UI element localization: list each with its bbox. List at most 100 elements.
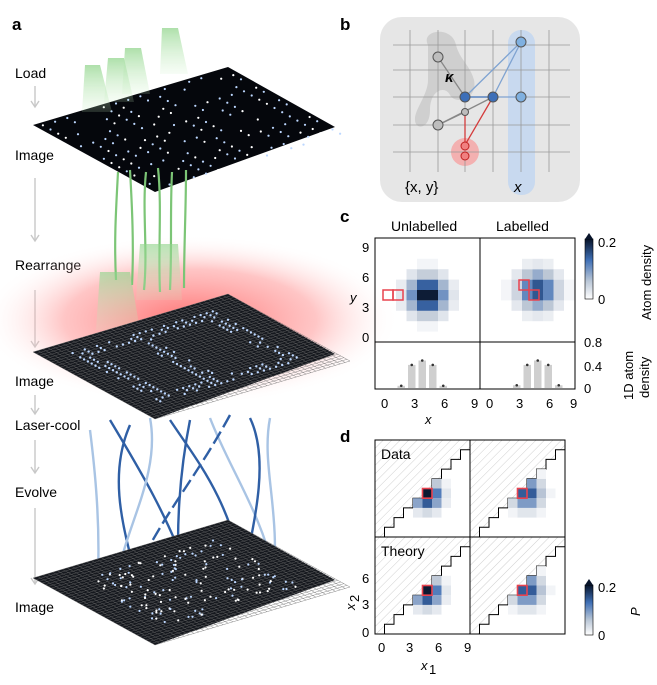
atom	[200, 381, 203, 384]
atom	[255, 86, 258, 89]
atom	[232, 74, 235, 77]
heatmap-cell	[438, 310, 449, 322]
atom	[282, 588, 285, 591]
c-xtick-6b: 6	[546, 396, 553, 411]
heatmap-cell	[396, 290, 407, 301]
atom	[299, 131, 302, 134]
atom	[124, 138, 127, 141]
atom	[163, 139, 166, 142]
d-row-label-data: Data	[381, 446, 411, 462]
atom	[121, 576, 124, 579]
atom	[284, 123, 287, 126]
set-label: {x, y}	[405, 179, 438, 196]
atom	[153, 123, 156, 126]
atom	[239, 129, 243, 132]
atom	[261, 363, 264, 366]
atom	[155, 609, 158, 612]
atom	[92, 358, 96, 361]
heatmap-cell	[517, 498, 527, 508]
hist-ytick-0: 0	[584, 381, 591, 396]
atom	[285, 587, 288, 591]
atom	[150, 389, 153, 393]
plate-3	[32, 519, 351, 646]
atom	[257, 567, 260, 571]
atom	[86, 360, 90, 363]
heatmap-cell	[536, 478, 546, 489]
atom	[258, 98, 261, 101]
atom	[194, 104, 197, 107]
heatmap-cell	[422, 488, 432, 499]
atom	[54, 120, 57, 123]
atom	[123, 375, 126, 378]
atom	[316, 120, 319, 123]
atom	[138, 609, 141, 613]
highlight-cell	[421, 584, 433, 596]
atom	[250, 94, 253, 97]
atom	[252, 576, 255, 579]
atom	[122, 158, 125, 161]
atom	[171, 578, 174, 582]
atom	[284, 580, 287, 583]
heatmap-cell	[564, 279, 575, 290]
heatmap-cell	[536, 488, 546, 499]
atom	[218, 324, 221, 327]
d-xtick-3: 3	[406, 640, 413, 655]
atom	[212, 556, 215, 559]
atom	[148, 182, 151, 185]
atom	[207, 385, 211, 388]
heatmap-cell	[441, 498, 451, 508]
atom	[212, 377, 215, 381]
atom	[331, 128, 334, 131]
c-ytick-9: 9	[362, 240, 369, 255]
atom	[226, 577, 229, 580]
atom	[168, 131, 171, 134]
atom	[95, 344, 99, 348]
atom	[272, 576, 275, 579]
atom	[132, 333, 135, 337]
heatmap-cell	[543, 290, 554, 301]
atom	[115, 345, 119, 348]
atom	[256, 345, 259, 348]
atom	[263, 573, 266, 576]
atom	[159, 612, 162, 615]
atom	[226, 380, 229, 383]
atom	[168, 183, 171, 186]
atom	[226, 318, 230, 321]
c-xtick-0a: 0	[381, 396, 388, 411]
heatmap-cell	[422, 595, 432, 605]
atom	[172, 325, 176, 328]
title-unlabelled: Unlabelled	[391, 218, 457, 234]
atom	[200, 319, 204, 323]
atom	[200, 589, 203, 592]
atom	[163, 555, 166, 558]
heatmap-cell	[527, 585, 537, 596]
atom	[192, 176, 195, 179]
heatmap-cell	[417, 300, 428, 311]
hist-point	[420, 359, 424, 362]
atom	[221, 109, 224, 112]
atom	[64, 136, 67, 139]
heatmap-cell	[432, 507, 442, 518]
atom	[268, 587, 271, 590]
atom	[185, 120, 188, 123]
atom	[215, 137, 218, 140]
atom	[253, 333, 256, 336]
atom	[258, 591, 262, 594]
atom	[281, 353, 285, 357]
atom	[174, 576, 177, 579]
atom	[104, 137, 107, 141]
heatmap-cell	[432, 478, 442, 489]
hist-bar	[429, 364, 437, 388]
heatmap-cell	[522, 310, 533, 322]
atom	[157, 115, 160, 118]
atom	[133, 375, 136, 378]
atom	[155, 398, 158, 401]
atom	[120, 584, 123, 588]
atom	[220, 129, 223, 132]
heatmap-cell	[543, 269, 554, 280]
atom	[145, 604, 148, 607]
atom	[79, 356, 82, 359]
atom	[311, 127, 314, 131]
svg-text:1: 1	[429, 662, 436, 677]
atom	[269, 580, 272, 583]
